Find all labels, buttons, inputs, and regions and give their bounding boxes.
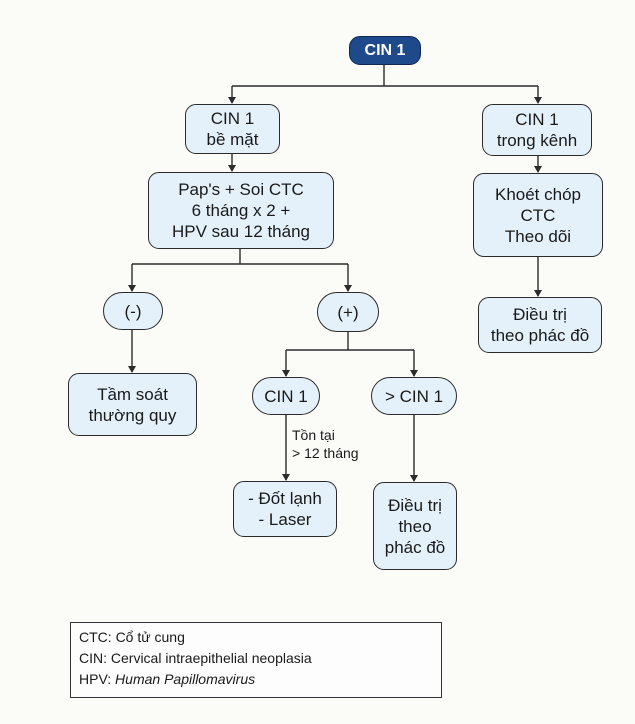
label-persistent-12-months: Tồn tại > 12 tháng — [292, 427, 359, 461]
legend-abbr: CTC: — [79, 629, 112, 645]
legend-desc: Cổ tử cung — [115, 629, 185, 645]
legend-abbr: CIN: — [79, 650, 107, 666]
node-treatment-right: Điều trị theo phác đồ — [478, 297, 602, 353]
node-routine-screening: Tầm soát thường quy — [68, 373, 197, 436]
node-cin1-canal: CIN 1 trong kênh — [482, 104, 592, 156]
legend-item-ctc: CTC: Cổ tử cung — [79, 627, 433, 648]
node-pap-colposcopy: Pap's + Soi CTC 6 tháng x 2 + HPV sau 12… — [148, 172, 334, 249]
legend-item-hpv: HPV: Human Papillomavirus — [79, 669, 433, 690]
node-positive: (+) — [317, 292, 379, 332]
node-cryo-laser: - Đốt lạnh - Laser — [233, 481, 337, 537]
node-cin1-root: CIN 1 — [349, 36, 421, 65]
edge-pap-split — [132, 248, 348, 265]
legend-desc: Cervical intraepithelial neoplasia — [110, 650, 312, 666]
node-conization: Khoét chóp CTC Theo dõi — [473, 173, 603, 257]
edge-root-split — [232, 64, 538, 87]
node-treatment-bottom: Điều trị theo phác đồ — [373, 482, 457, 570]
node-negative: (-) — [103, 292, 163, 330]
node-cin1-surface: CIN 1 bề mặt — [185, 104, 280, 154]
legend-item-cin: CIN: Cervical intraepithelial neoplasia — [79, 648, 433, 669]
node-greater-cin1: > CIN 1 — [371, 377, 457, 415]
legend-desc: Human Papillomavirus — [115, 671, 256, 687]
legend-box: CTC: Cổ tử cung CIN: Cervical intraepith… — [70, 622, 442, 698]
legend-abbr: HPV: — [79, 671, 112, 687]
edge-pos-split — [286, 331, 414, 351]
node-cin1-positive: CIN 1 — [252, 377, 320, 415]
